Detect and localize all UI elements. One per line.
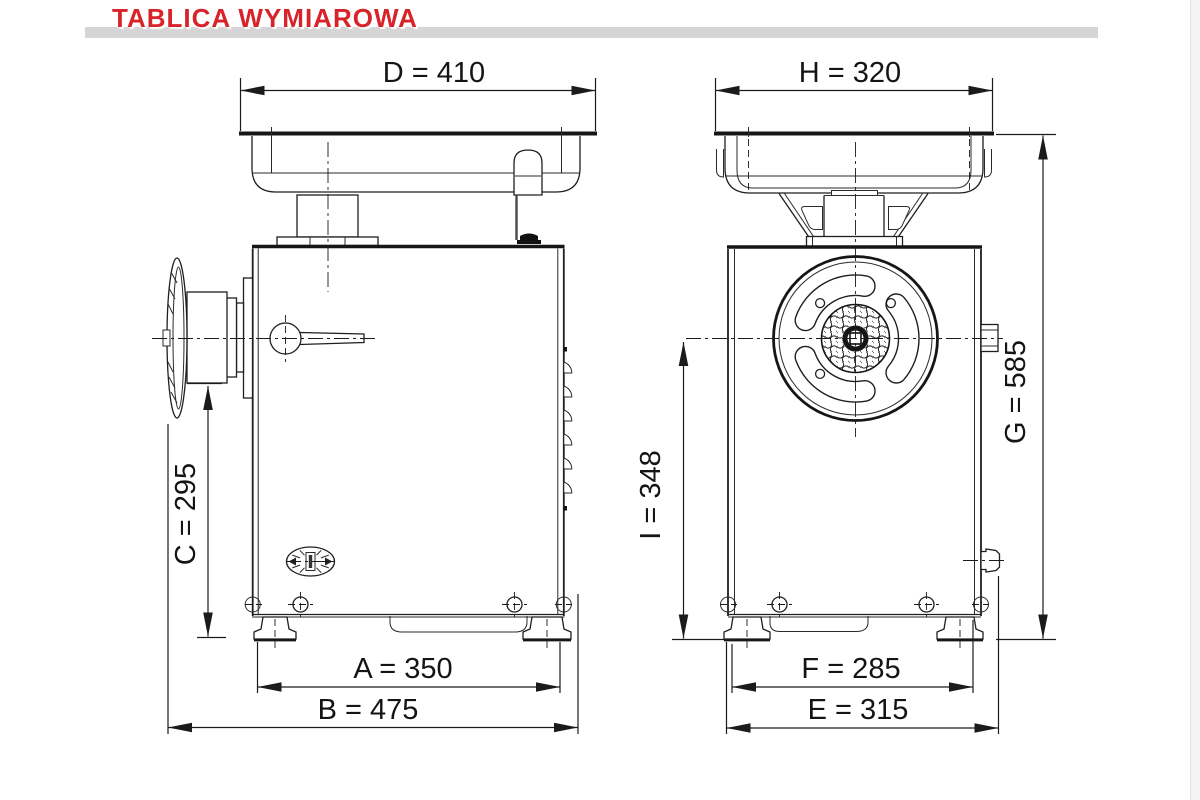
pedestal-cap [831,190,878,196]
vent-hub-bar [308,555,313,568]
side-view [152,127,597,648]
pedestal-slant-inner [784,193,814,237]
knurl-tick [170,391,178,404]
neck [296,194,359,238]
head-mount-flange [242,277,254,399]
dim-label-F: F = 285 [801,653,900,685]
dim-label-B: B = 475 [318,694,419,726]
dim-label-C: C = 295 [170,463,202,565]
cooling-fin [563,385,573,398]
dim-label-E: E = 315 [808,694,909,726]
base-screws-front [720,592,989,617]
knurl-tick [168,376,176,389]
knurl-tick [167,361,174,373]
vent-arrow-right [325,557,333,566]
base-recess [769,616,869,632]
ring-nut-inner [172,266,185,410]
wing-nut [517,233,541,244]
cooling-fin [563,481,573,494]
tray-outline [251,136,581,193]
slot-pin [814,368,826,380]
tray-inner-wall [736,136,972,189]
dim-label-G: G = 585 [1000,340,1032,444]
pedestal-gusset [801,206,823,230]
slot-pin [885,297,897,309]
cooling-fin [563,457,573,470]
cooling-fin [563,409,573,422]
pedestal-base [805,235,904,248]
dim-label-D: D = 410 [383,57,485,89]
dim-label-H: H = 320 [799,57,901,89]
title-underline [85,27,1098,38]
cooling-fin [563,433,573,446]
vent-spokes [292,550,329,573]
head-ring [225,297,238,378]
knurl-tick [168,287,176,300]
page-edge-strip [1190,0,1200,800]
fin-tick [563,347,567,352]
knurl-tick [167,303,174,315]
neck-flange [276,236,379,247]
page-title: TABLICA WYMIAROWA [112,3,418,33]
base-recess [389,616,528,633]
cooling-fin [563,361,573,374]
tray-clip [984,149,992,178]
front-view [686,127,1005,648]
base-screws-side [244,592,572,617]
tray-outline [724,136,984,194]
head-ring-small [235,302,245,373]
dim-label-I: I = 348 [635,450,667,540]
dimensioning: D = 410 H = 320 C = 295 A = 350 B = 475 [167,57,1056,734]
side-boss [980,323,999,353]
pusher-handle [513,149,543,196]
tray-clip [716,149,724,178]
pedestal-gusset [888,206,910,230]
pedestal-slant [778,193,810,237]
knurl-tick [170,271,178,284]
pedestal-slant [897,193,929,237]
ring-nut-lug [162,329,171,347]
dim-label-A: A = 350 [353,653,452,685]
head-barrel [186,291,228,384]
slot-pin [814,297,826,309]
fin-tick [563,506,567,511]
